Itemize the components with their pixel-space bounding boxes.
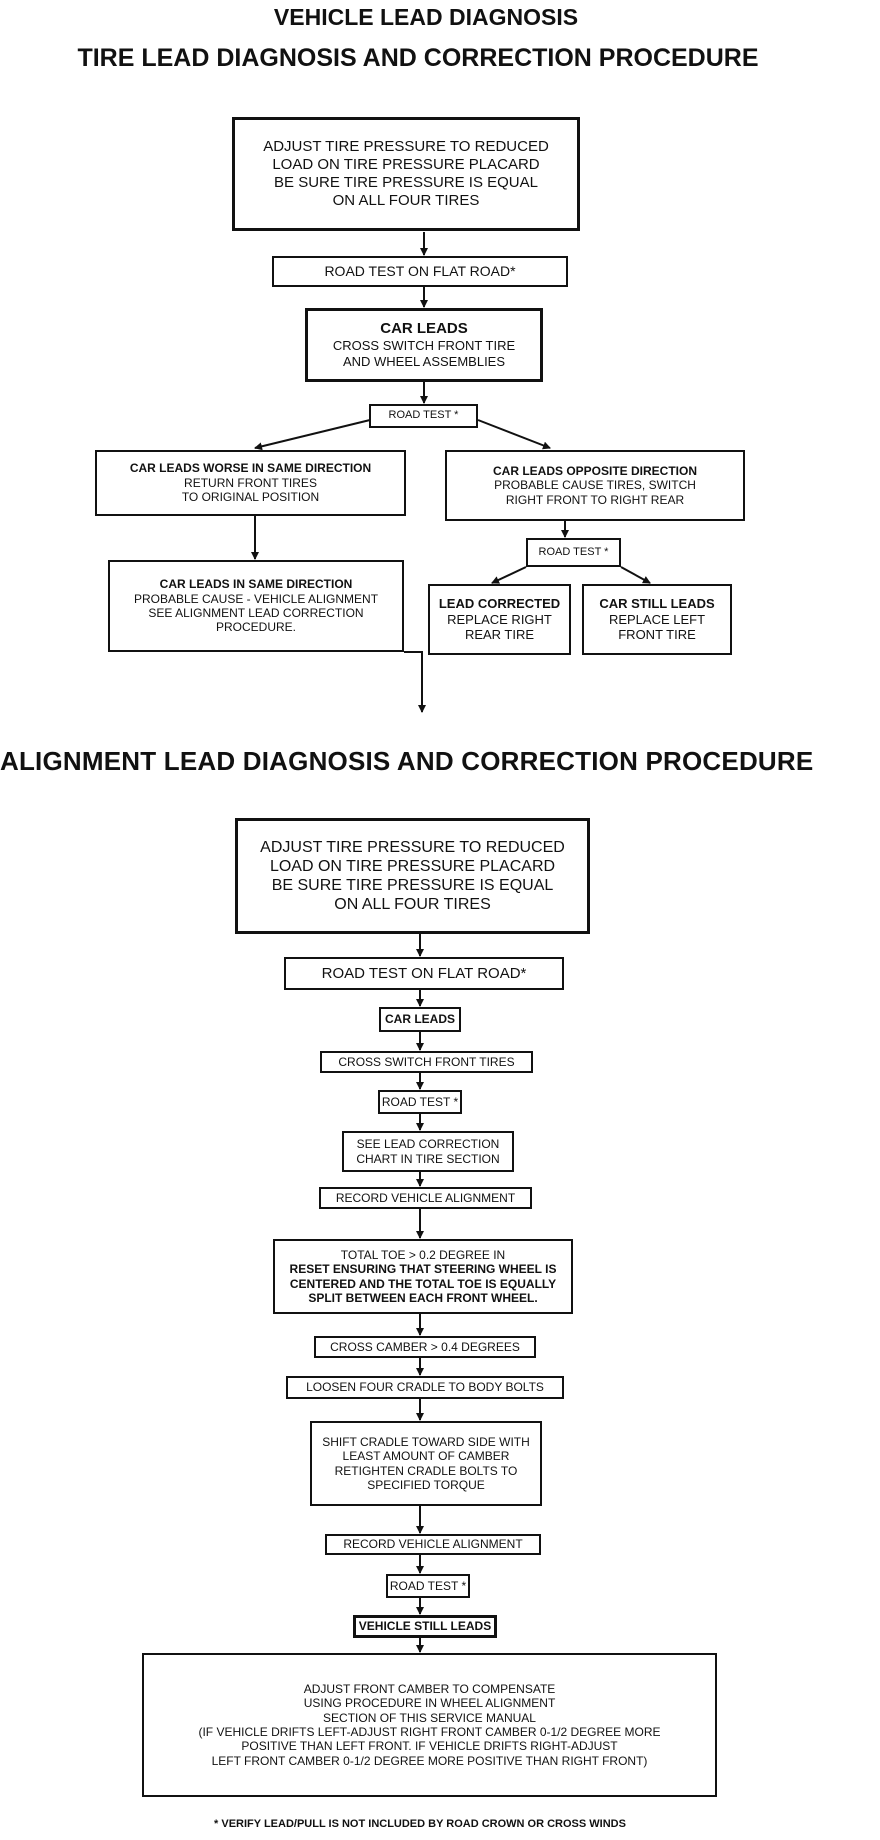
main-title: VEHICLE LEAD DIAGNOSIS bbox=[273, 4, 579, 30]
box-line: LOOSEN FOUR CRADLE TO BODY BOLTS bbox=[306, 1380, 544, 1395]
box-line: RECORD VEHICLE ALIGNMENT bbox=[335, 1190, 516, 1205]
align-road-test-2-box: ROAD TEST * bbox=[386, 1574, 470, 1598]
tire-lead-corrected-box: LEAD CORRECTED REPLACE RIGHT REAR TIRE bbox=[428, 584, 571, 655]
box-line: ADJUST TIRE PRESSURE TO REDUCED bbox=[263, 138, 549, 155]
box-line: BE SURE TIRE PRESSURE IS EQUAL bbox=[274, 174, 538, 191]
box-line: BE SURE TIRE PRESSURE IS EQUAL bbox=[271, 877, 554, 894]
tire-leads-worse-box: CAR LEADS WORSE IN SAME DIRECTION RETURN… bbox=[95, 450, 406, 516]
align-record-alignment-2-box: RECORD VEHICLE ALIGNMENT bbox=[325, 1534, 541, 1555]
box-line: AND WHEEL ASSEMBLIES bbox=[342, 354, 506, 369]
box-line: SECTION OF THIS SERVICE MANUAL bbox=[323, 1710, 536, 1725]
box-line: SPECIFIED TORQUE bbox=[367, 1477, 485, 1492]
alignment-section-title: ALIGNMENT LEAD DIAGNOSIS AND CORRECTION … bbox=[0, 746, 814, 776]
box-line: REPLACE LEFT bbox=[608, 611, 706, 627]
box-line: CROSS SWITCH FRONT TIRES bbox=[338, 1054, 515, 1069]
tire-road-test-2-box: ROAD TEST * bbox=[526, 538, 621, 567]
box-line: ON ALL FOUR TIRES bbox=[332, 192, 480, 209]
align-adjust-camber-box: ADJUST FRONT CAMBER TO COMPENSATE USING … bbox=[142, 1653, 717, 1797]
box-line: RECORD VEHICLE ALIGNMENT bbox=[343, 1537, 523, 1552]
box-heading: CAR LEADS IN SAME DIRECTION bbox=[159, 577, 353, 592]
box-line: LOAD ON TIRE PRESSURE PLACARD bbox=[269, 857, 556, 875]
box-line: FRONT TIRE bbox=[618, 627, 696, 643]
box-line: TOTAL TOE > 0.2 DEGREE IN bbox=[340, 1247, 506, 1262]
box-line: ROAD TEST * bbox=[538, 545, 609, 558]
box-line: REAR TIRE bbox=[464, 627, 535, 643]
align-cross-camber-box: CROSS CAMBER > 0.4 DEGREES bbox=[314, 1336, 536, 1358]
box-heading: CAR LEADS OPPOSITE DIRECTION bbox=[492, 463, 698, 478]
footnote: * VERIFY LEAD/PULL IS NOT INCLUDED BY RO… bbox=[214, 1818, 626, 1830]
align-shift-cradle-box: SHIFT CRADLE TOWARD SIDE WITH LEAST AMOU… bbox=[310, 1421, 542, 1506]
box-line: ROAD TEST * bbox=[381, 1094, 459, 1109]
align-still-leads-box: VEHICLE STILL LEADS bbox=[353, 1615, 497, 1638]
box-line: SEE LEAD CORRECTION bbox=[356, 1137, 500, 1152]
box-line: LEFT FRONT CAMBER 0-1/2 DEGREE MORE POSI… bbox=[211, 1753, 648, 1768]
box-heading: CAR STILL LEADS bbox=[599, 596, 715, 612]
box-line: SHIFT CRADLE TOWARD SIDE WITH bbox=[322, 1434, 530, 1449]
box-line: POSITIVE THAN LEFT FRONT. IF VEHICLE DRI… bbox=[241, 1739, 618, 1754]
box-line: ON ALL FOUR TIRES bbox=[334, 896, 491, 914]
align-record-alignment-1-box: RECORD VEHICLE ALIGNMENT bbox=[319, 1187, 532, 1209]
box-line: PROBABLE CAUSE - VEHICLE ALIGNMENT bbox=[133, 591, 379, 606]
box-line: LOAD ON TIRE PRESSURE PLACARD bbox=[272, 156, 540, 173]
tire-same-direction-box: CAR LEADS IN SAME DIRECTION PROBABLE CAU… bbox=[108, 560, 404, 652]
align-road-test-flat-box: ROAD TEST ON FLAT ROAD* bbox=[284, 957, 564, 990]
tire-car-leads-box: CAR LEADS CROSS SWITCH FRONT TIRE AND WH… bbox=[305, 308, 543, 382]
box-heading: CAR LEADS WORSE IN SAME DIRECTION bbox=[129, 461, 372, 476]
align-adjust-pressure-box: ADJUST TIRE PRESSURE TO REDUCED LOAD ON … bbox=[235, 818, 590, 934]
box-line: SPLIT BETWEEN EACH FRONT WHEEL. bbox=[308, 1290, 538, 1305]
align-car-leads-box: CAR LEADS bbox=[379, 1007, 461, 1032]
box-line: ROAD TEST ON FLAT ROAD* bbox=[324, 263, 516, 280]
box-line: ADJUST FRONT CAMBER TO COMPENSATE bbox=[303, 1681, 556, 1696]
box-line: ROAD TEST ON FLAT ROAD* bbox=[321, 964, 527, 982]
align-loosen-bolts-box: LOOSEN FOUR CRADLE TO BODY BOLTS bbox=[286, 1376, 564, 1399]
align-see-chart-box: SEE LEAD CORRECTION CHART IN TIRE SECTIO… bbox=[342, 1131, 514, 1172]
box-line: RIGHT FRONT TO RIGHT REAR bbox=[505, 492, 685, 507]
box-line: (IF VEHICLE DRIFTS LEFT-ADJUST RIGHT FRO… bbox=[198, 1725, 661, 1739]
box-line: CROSS CAMBER > 0.4 DEGREES bbox=[330, 1339, 520, 1354]
box-line: CAR LEADS bbox=[384, 1012, 455, 1027]
box-line: LEAST AMOUNT OF CAMBER bbox=[342, 1449, 510, 1464]
box-line: CROSS SWITCH FRONT TIRE bbox=[332, 338, 516, 354]
box-line: ADJUST TIRE PRESSURE TO REDUCED bbox=[260, 838, 565, 856]
tire-adjust-pressure-box: ADJUST TIRE PRESSURE TO REDUCED LOAD ON … bbox=[232, 117, 580, 231]
tire-section-title: TIRE LEAD DIAGNOSIS AND CORRECTION PROCE… bbox=[77, 44, 759, 72]
tire-road-test-flat-box: ROAD TEST ON FLAT ROAD* bbox=[272, 256, 568, 287]
box-line: ROAD TEST * bbox=[389, 1578, 467, 1593]
tire-still-leads-box: CAR STILL LEADS REPLACE LEFT FRONT TIRE bbox=[582, 584, 732, 655]
box-line: CENTERED AND THE TOTAL TOE IS EQUALLY bbox=[289, 1276, 557, 1291]
box-line: VEHICLE STILL LEADS bbox=[358, 1619, 492, 1634]
box-line: PROBABLE CAUSE TIRES, SWITCH bbox=[494, 478, 696, 493]
box-line: CHART IN TIRE SECTION bbox=[356, 1151, 500, 1166]
tire-leads-opposite-box: CAR LEADS OPPOSITE DIRECTION PROBABLE CA… bbox=[445, 450, 745, 521]
box-line: REPLACE RIGHT bbox=[447, 611, 552, 627]
align-road-test-box: ROAD TEST * bbox=[378, 1090, 462, 1114]
box-line: SEE ALIGNMENT LEAD CORRECTION bbox=[148, 606, 364, 620]
box-line: ROAD TEST * bbox=[388, 409, 459, 422]
box-heading: LEAD CORRECTED bbox=[438, 596, 561, 612]
box-heading: CAR LEADS bbox=[380, 320, 468, 338]
align-total-toe-box: TOTAL TOE > 0.2 DEGREE IN RESET ENSURING… bbox=[273, 1239, 573, 1314]
box-line: RETURN FRONT TIRES bbox=[184, 475, 317, 490]
align-cross-switch-box: CROSS SWITCH FRONT TIRES bbox=[320, 1051, 533, 1073]
box-line: PROCEDURE. bbox=[215, 620, 296, 635]
box-line: TO ORIGINAL POSITION bbox=[181, 490, 320, 505]
box-line: RETIGHTEN CRADLE BOLTS TO bbox=[334, 1463, 518, 1478]
tire-road-test-1-box: ROAD TEST * bbox=[369, 404, 478, 428]
box-line: USING PROCEDURE IN WHEEL ALIGNMENT bbox=[303, 1696, 556, 1711]
box-line: RESET ENSURING THAT STEERING WHEEL IS bbox=[289, 1262, 557, 1277]
